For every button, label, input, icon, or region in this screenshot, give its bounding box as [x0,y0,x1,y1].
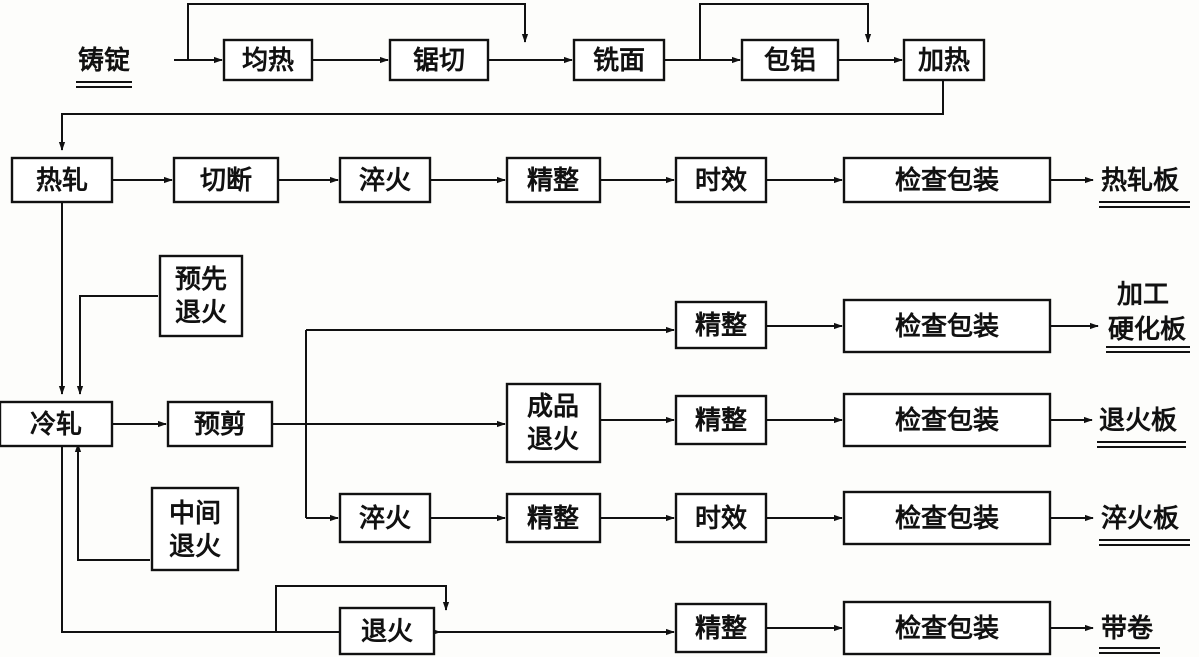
node-label: 精整 [695,310,747,341]
bypass-anneal [275,585,450,632]
node-label: 均热 [242,46,294,76]
arrow-interanneal-coldroll [74,443,150,561]
output-hot-rolled-plate: 热轧板 [1099,166,1190,208]
node-label-line2: 退火 [527,425,579,455]
node-finish-e: 精整 [674,602,768,654]
node-label: 加热 [918,46,970,76]
connectors [58,3,1099,636]
node-label: 切断 [200,165,252,196]
node-label-line1: 成品 [527,392,579,422]
node-label: 精整 [695,613,747,644]
bypass-to-heat [699,3,872,60]
node-label: 检查包装 [895,405,999,436]
node-label: 精整 [527,503,579,534]
node-label: 淬火 [359,165,411,196]
output-label-line2: 硬化板 [1108,315,1186,345]
node-label: 检查包装 [895,613,999,644]
node-label-line2: 退火 [175,298,227,328]
node-label: 淬火 [359,503,411,534]
node-finish-b: 精整 [674,300,768,350]
node-inspect-a: 检查包装 [842,156,1052,204]
node-label: 铣面 [593,46,645,76]
node-inspect-e: 检查包装 [842,600,1052,656]
node-label: 检查包装 [895,165,999,196]
output-label: 退火板 [1099,406,1177,436]
node-label: 时效 [695,165,747,196]
node-anneal-e: 退火 [338,606,436,656]
node-label: 预剪 [194,409,246,440]
node-label: 精整 [527,165,579,196]
node-label-line2: 退火 [169,532,221,562]
output-label-line1: 加工 [1117,280,1169,310]
node-saw: 锯切 [388,38,490,82]
input-ingot: 铸锭 [76,45,132,88]
node-label: 检查包装 [895,311,999,342]
node-label: 时效 [695,503,747,534]
node-mill: 铣面 [572,38,666,82]
output-annealed-plate: 退火板 [1097,406,1186,448]
node-label-line1: 预先 [175,265,227,295]
node-finish-d: 精整 [505,492,602,544]
node-label: 退火 [361,617,413,647]
node-label: 热轧 [36,166,88,196]
output-label: 淬火板 [1101,503,1179,534]
node-finish-c: 精整 [674,394,768,446]
process-boxes: 均热 锯切 铣面 包铝 加热 热轧 切断 淬火 [0,38,1052,656]
node-hot-roll: 热轧 [10,156,114,204]
output-coil: 带卷 [1099,614,1160,654]
node-pre-anneal: 预先 退火 [158,254,244,338]
node-label: 冷轧 [30,409,82,440]
arrow-preanneal-coldroll [76,295,158,395]
node-inspect-d: 检查包装 [842,490,1052,546]
node-cut-off: 切断 [172,156,280,204]
input-label: 铸锭 [78,45,130,76]
arrow-heat-hotroll [58,80,944,151]
node-pre-shear: 预剪 [166,400,274,448]
node-aging-a: 时效 [674,156,768,204]
node-label: 包铝 [764,45,816,76]
node-label: 锯切 [413,46,465,76]
terminal-labels: 铸锭 热轧板 加工 硬化板 退火板 淬火板 带卷 [76,45,1190,654]
node-cold-roll: 冷轧 [0,400,114,448]
node-aging-d: 时效 [674,492,768,544]
output-label: 带卷 [1101,614,1154,644]
bypass-to-mill [187,3,529,60]
output-label: 热轧板 [1101,166,1179,196]
output-work-hardened-plate: 加工 硬化板 [1106,280,1190,353]
node-heat: 加热 [902,38,986,82]
node-clad: 包铝 [740,38,840,82]
node-inspect-c: 检查包装 [842,392,1052,448]
node-label: 精整 [695,405,747,436]
node-quench-a: 淬火 [338,156,432,204]
node-label-line1: 中间 [169,499,221,529]
node-homogenize: 均热 [222,38,314,82]
bottom-trunk [61,446,441,636]
output-quenched-plate: 淬火板 [1099,503,1190,546]
node-inspect-b: 检查包装 [842,298,1052,354]
node-inter-anneal: 中间 退火 [150,486,240,572]
node-label: 检查包装 [895,503,999,534]
node-quench-d: 淬火 [338,492,432,544]
node-prod-anneal: 成品 退火 [505,382,602,464]
node-finish-a: 精整 [505,156,602,204]
